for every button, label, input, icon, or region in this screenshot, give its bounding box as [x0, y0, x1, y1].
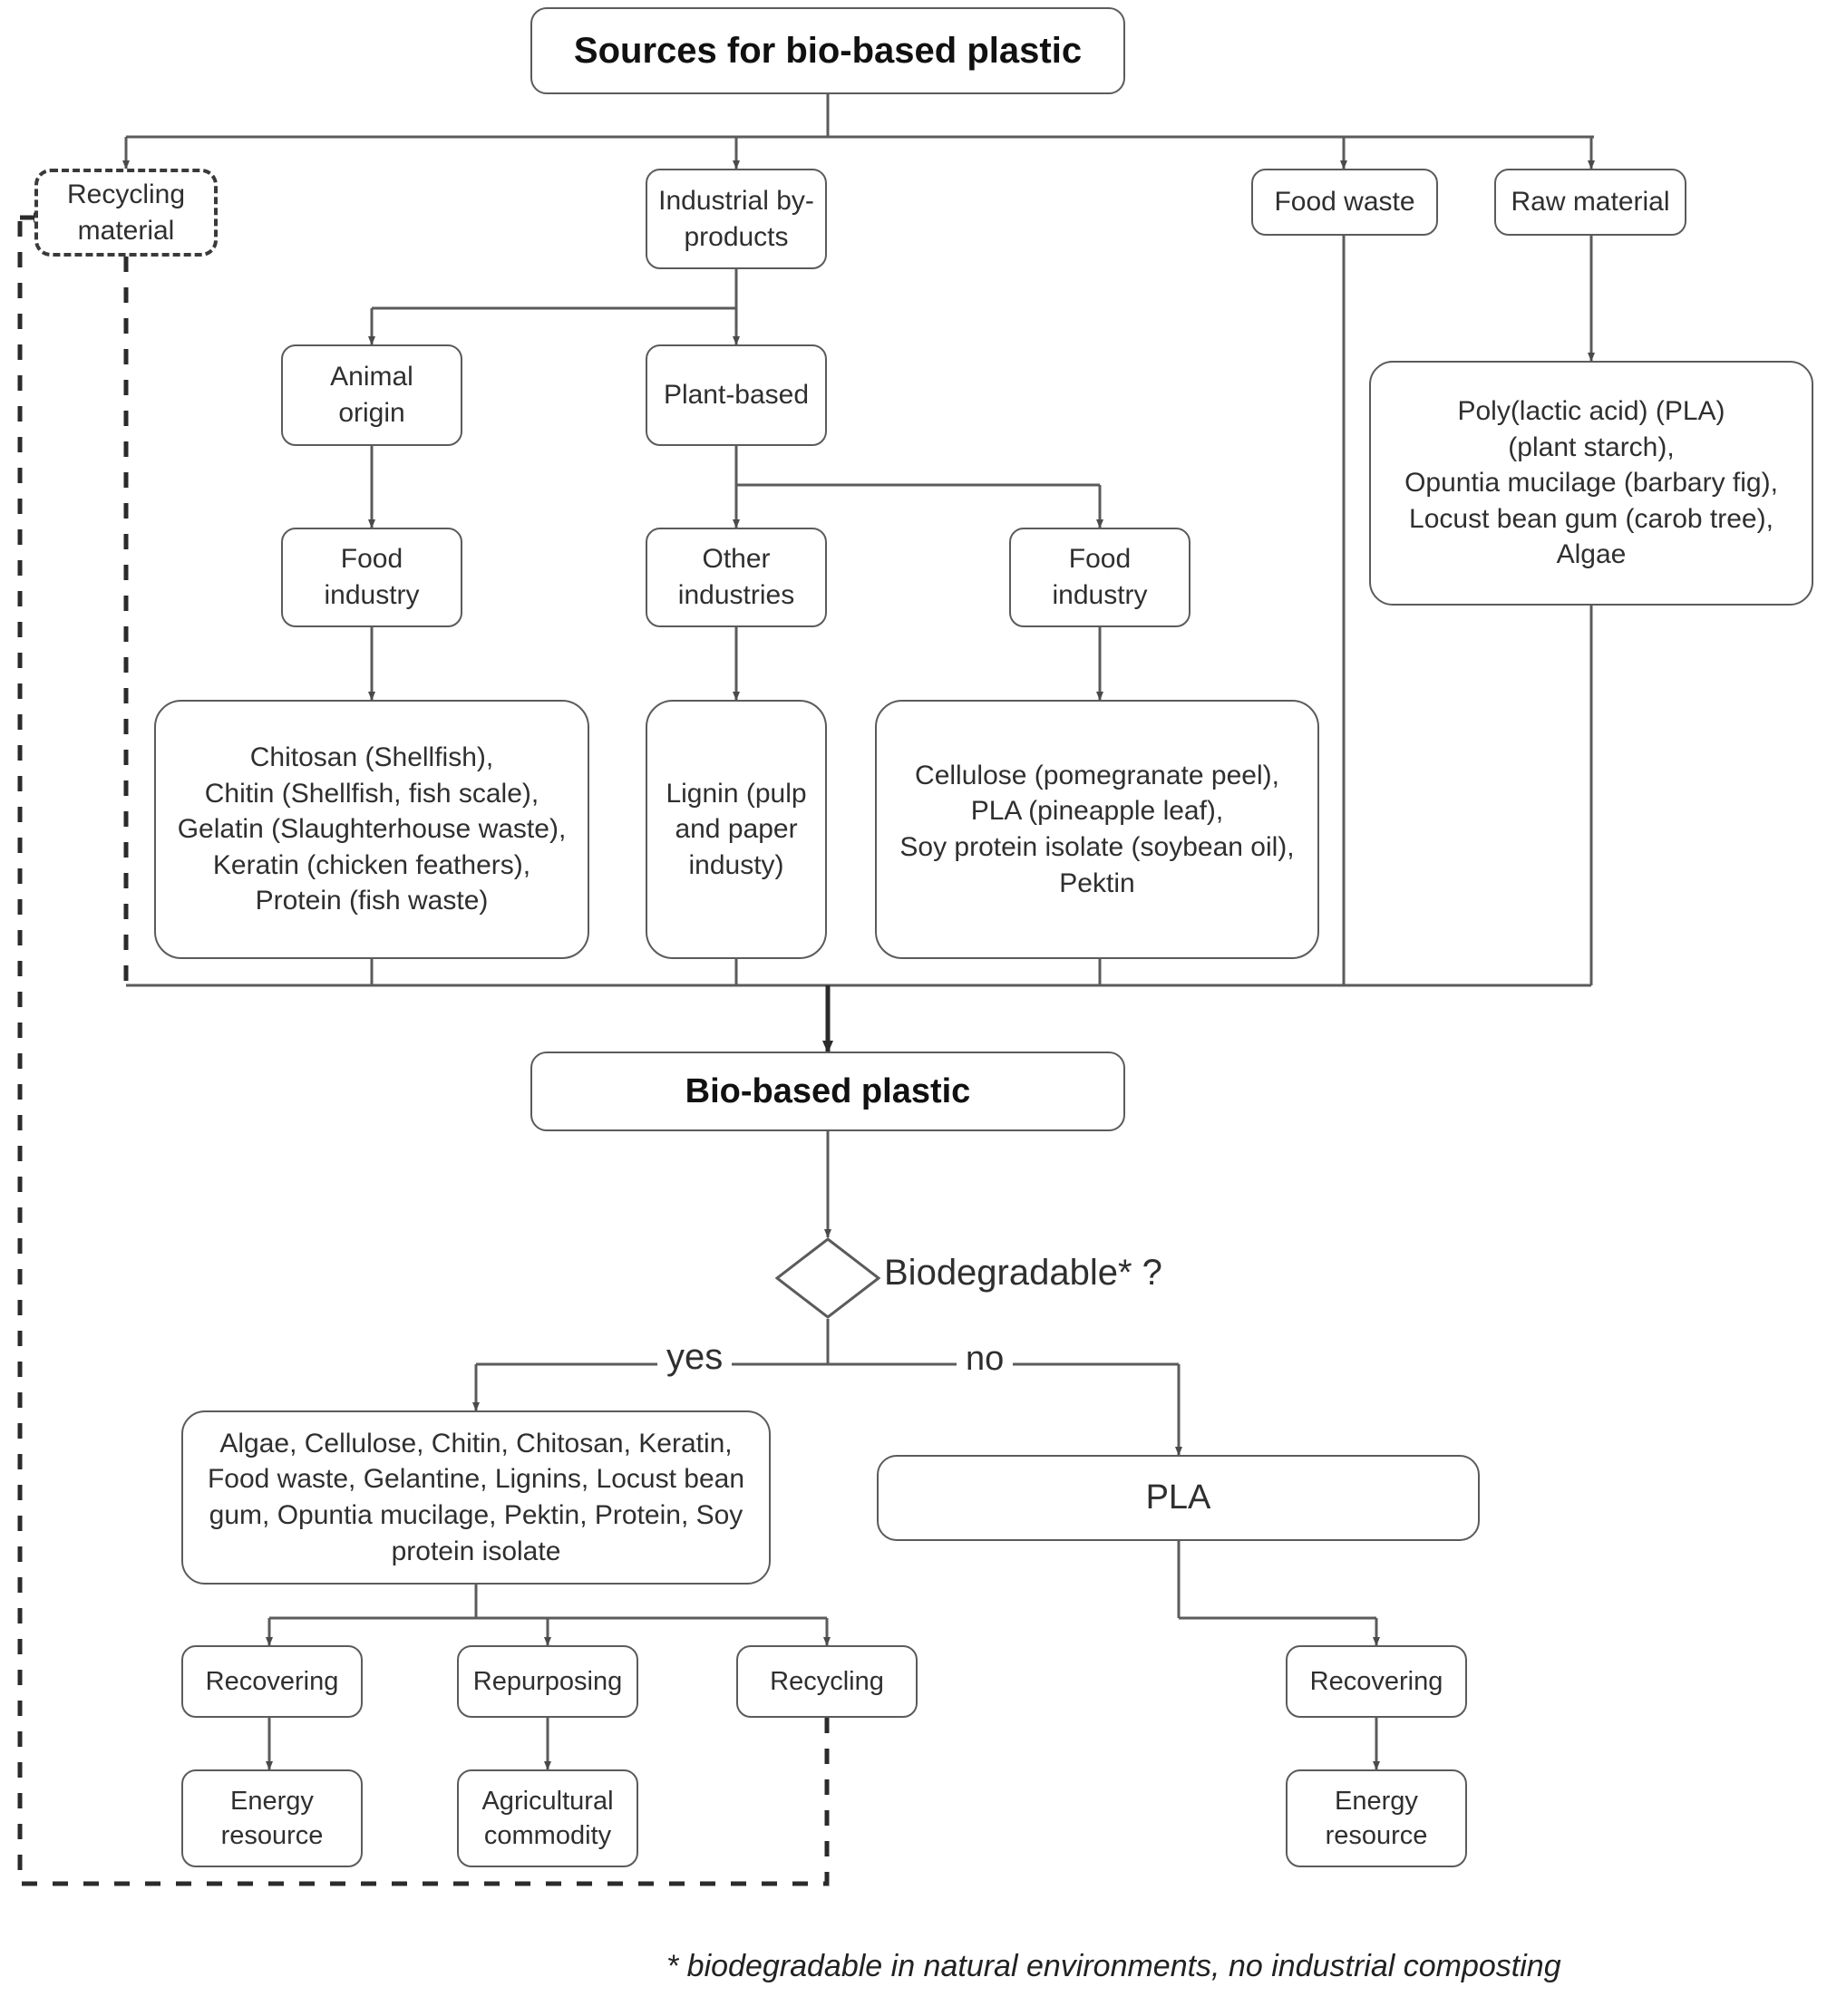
node-recovering-left[interactable]: Recovering: [181, 1645, 363, 1718]
node-pla[interactable]: PLA: [877, 1455, 1480, 1541]
node-industrial-byproducts[interactable]: Industrial by- products: [646, 169, 827, 269]
node-recycling[interactable]: Recycling: [736, 1645, 918, 1718]
node-other-industries[interactable]: Other industries: [646, 528, 827, 627]
node-agricultural-commodity[interactable]: Agricultural commodity: [457, 1769, 638, 1867]
node-food-industry-plant[interactable]: Food industry: [1009, 528, 1190, 627]
node-decision-biodegradable[interactable]: [774, 1237, 881, 1319]
node-biobased-plastic[interactable]: Bio-based plastic: [530, 1052, 1125, 1131]
decision-label: Biodegradable* ?: [884, 1253, 1162, 1293]
node-repurposing[interactable]: Repurposing: [457, 1645, 638, 1718]
node-biodegradable-list[interactable]: Algae, Cellulose, Chitin, Chitosan, Kera…: [181, 1410, 771, 1585]
node-lignin-list[interactable]: Lignin (pulp and paper industy): [646, 700, 827, 959]
branch-label-yes: yes: [657, 1337, 733, 1378]
node-plant-based[interactable]: Plant-based: [646, 344, 827, 446]
node-recycling-material[interactable]: Recycling material: [34, 169, 218, 257]
node-food-industry-animal[interactable]: Food industry: [281, 528, 462, 627]
branch-label-no: no: [957, 1340, 1014, 1379]
node-root[interactable]: Sources for bio-based plastic: [530, 7, 1125, 94]
node-animal-origin[interactable]: Animal origin: [281, 344, 462, 446]
node-raw-material-list[interactable]: Poly(lactic acid) (PLA) (plant starch), …: [1369, 361, 1813, 606]
node-food-waste[interactable]: Food waste: [1251, 169, 1438, 236]
node-energy-resource-right[interactable]: Energy resource: [1286, 1769, 1467, 1867]
node-energy-resource-left[interactable]: Energy resource: [181, 1769, 363, 1867]
diamond-shape: [774, 1237, 881, 1319]
node-plant-food-list[interactable]: Cellulose (pomegranate peel), PLA (pinea…: [875, 700, 1319, 959]
footnote: * biodegradable in natural environments,…: [666, 1949, 1561, 1983]
node-animal-list[interactable]: Chitosan (Shellfish), Chitin (Shellfish,…: [154, 700, 589, 959]
node-recovering-right[interactable]: Recovering: [1286, 1645, 1467, 1718]
node-raw-material[interactable]: Raw material: [1494, 169, 1686, 236]
